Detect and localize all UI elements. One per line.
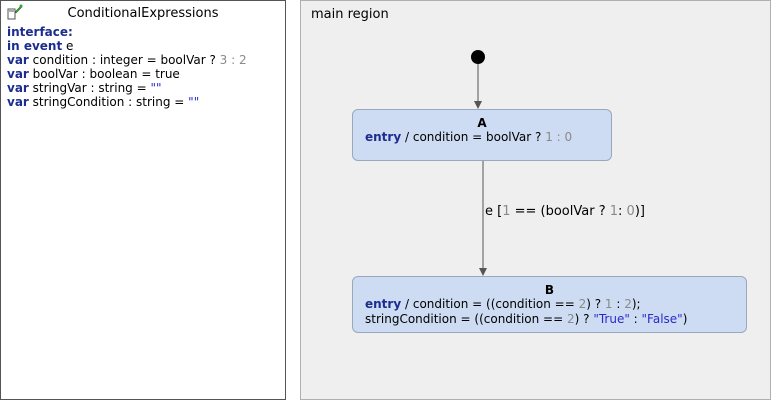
main-region[interactable]: main region A entry / condition = boolVa… (300, 0, 771, 400)
statechart-definition-panel: ConditionalExpressions interface: in eve… (0, 0, 286, 400)
state-b-behavior: entry / condition = ((condition == 2) ? … (365, 297, 688, 326)
definition-header: ConditionalExpressions (1, 1, 285, 25)
interface-keyword: interface: (7, 25, 73, 39)
declaration-section: interface: in event e var condition : in… (7, 25, 247, 109)
transition-a-to-b-label[interactable]: e [1 == (boolVar ? 1: 0)] (485, 204, 645, 219)
region-title: main region (311, 7, 389, 22)
transition-edges (474, 64, 487, 276)
statechart-icon (7, 4, 23, 20)
state-a[interactable]: A entry / condition = boolVar ? 1 : 0 (352, 109, 612, 161)
state-b-name: B (544, 283, 555, 297)
state-b[interactable]: B entry / condition = ((condition == 2) … (352, 276, 747, 333)
var-declaration-boolvar: var boolVar : boolean = true (7, 67, 180, 81)
event-declaration: in event e (7, 39, 74, 53)
statechart-title: ConditionalExpressions (67, 6, 219, 21)
var-declaration-condition: var condition : integer = boolVar ? 3 : … (7, 53, 247, 67)
state-a-behavior: entry / condition = boolVar ? 1 : 0 (365, 130, 573, 144)
state-a-name: A (477, 116, 487, 130)
var-declaration-stringvar: var stringVar : string = "" (7, 81, 162, 95)
initial-state[interactable] (471, 50, 485, 64)
var-declaration-stringcondition: var stringCondition : string = "" (7, 95, 200, 109)
